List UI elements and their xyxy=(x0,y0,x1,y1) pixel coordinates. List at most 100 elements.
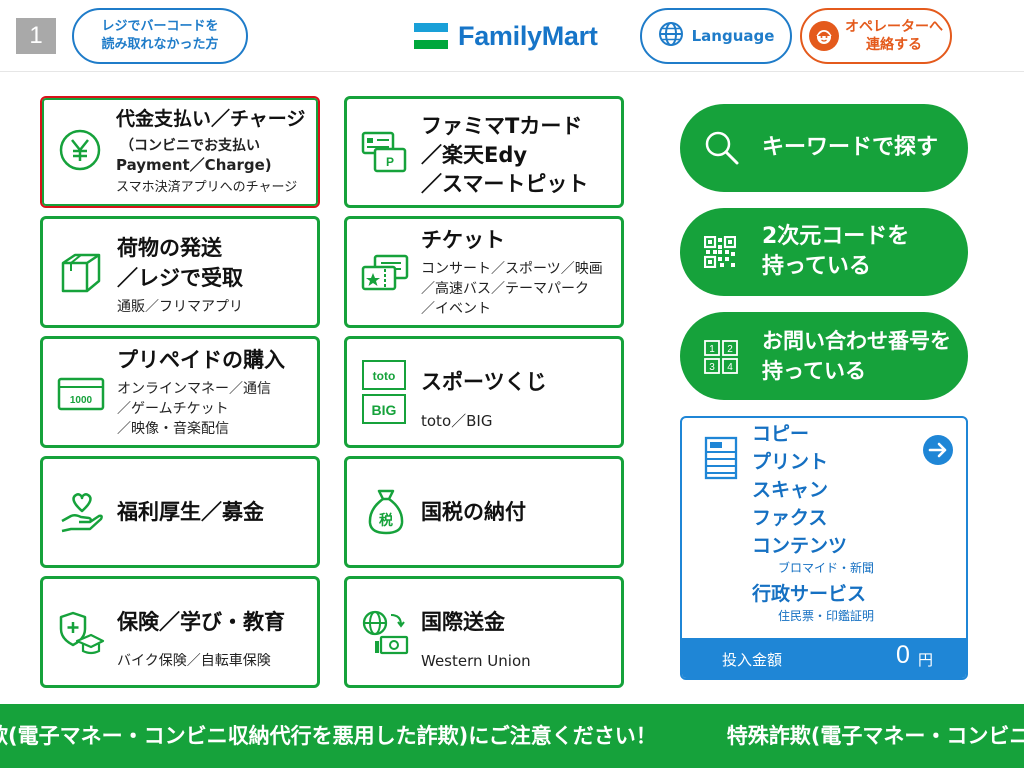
sports-lottery-description: toto／BIG xyxy=(421,412,493,430)
payment-description: スマホ決済アプリへのチャージ xyxy=(116,180,298,195)
ticket-icon xyxy=(361,253,409,297)
insurance-description: バイク保険／自転車保険 xyxy=(117,653,271,669)
sports-lottery-title: スポーツくじ xyxy=(421,370,547,394)
page-number-badge: 1 xyxy=(16,18,56,54)
logo-text: FamilyMart xyxy=(458,20,598,51)
qr-code-label-line-1: 2次元コードを xyxy=(762,224,910,249)
header-bar: 1 レジでバーコードを 読み取れなかった方 FamilyMart Languag… xyxy=(0,0,1024,72)
insurance-title: 保険／学び・教育 xyxy=(117,610,285,634)
famima-card-title-line-2: ／楽天Edy xyxy=(421,143,528,167)
keyword-search-label: キーワードで探す xyxy=(762,135,939,160)
welfare-donation-tile[interactable]: 福利厚生／募金 xyxy=(40,456,320,568)
insurance-education-tile[interactable]: 保険／学び・教育 バイク保険／自転車保険 xyxy=(40,576,320,688)
prepaid-card-icon: 1000 xyxy=(57,377,105,417)
cards-icon: P xyxy=(361,131,409,179)
operator-button-line-2: 連絡する xyxy=(866,37,922,53)
svg-text:P: P xyxy=(386,155,394,169)
payment-subtitle-1: （コンビニでお支払い xyxy=(120,138,260,154)
qr-code-button[interactable]: 2次元コードを 持っている xyxy=(680,208,968,296)
contact-operator-button[interactable]: オペレーターへ 連絡する xyxy=(800,8,952,64)
package-icon xyxy=(59,251,103,299)
famima-card-title-line-3: ／スマートピット xyxy=(421,172,589,196)
famima-card-tile[interactable]: P ファミマTカード ／楽天Edy ／スマートピット xyxy=(344,96,624,208)
prepaid-title: プリペイドの購入 xyxy=(117,348,285,372)
inquiry-number-label-line-1: お問い合わせ番号を xyxy=(762,329,951,353)
globe-icon xyxy=(658,21,684,51)
shipping-tile[interactable]: 荷物の発送 ／レジで受取 通販／フリマアプリ xyxy=(40,216,320,328)
qr-code-icon xyxy=(703,235,737,272)
familymart-logo-mark xyxy=(414,23,448,49)
payment-charge-tile[interactable]: 代金支払い／チャージ （コンビニでお支払い Payment／Charge) スマ… xyxy=(40,96,320,208)
toto-icon-text: toto xyxy=(373,369,396,383)
toto-big-icon: toto BIG xyxy=(361,359,407,429)
keyword-search-button[interactable]: キーワードで探す xyxy=(680,104,968,192)
contents-sublabel: ブロマイド・新聞 xyxy=(778,561,875,575)
international-remittance-tile[interactable]: 国際送金 Western Union xyxy=(344,576,624,688)
shipping-title-line-2: ／レジで受取 xyxy=(117,266,243,290)
keypad-digit-4: 4 xyxy=(727,362,733,373)
barcode-button-line-2: 読み取れなかった方 xyxy=(101,37,219,52)
yen-icon xyxy=(58,128,102,176)
prepaid-icon-value: 1000 xyxy=(70,395,93,406)
contents-label: コンテンツ xyxy=(752,535,848,557)
deposit-amount-value: 0 xyxy=(896,641,910,669)
familymart-logo: FamilyMart xyxy=(414,16,598,56)
welfare-title: 福利厚生／募金 xyxy=(117,500,264,524)
barcode-button-line-1: レジでバーコードを xyxy=(101,19,219,34)
language-button[interactable]: Language xyxy=(640,8,792,64)
keypad-digit-1: 1 xyxy=(709,344,715,355)
prepaid-sub-2: ／ゲームチケット xyxy=(117,401,229,417)
operator-icon xyxy=(809,21,839,51)
prepaid-sub-3: ／映像・音楽配信 xyxy=(117,421,229,437)
warning-ticker: 詐欺(電子マネー・コンビニ収納代行を悪用した詐欺)にご注意ください！ 特殊詐欺(電… xyxy=(0,704,1024,768)
shipping-description: 通販／フリマアプリ xyxy=(117,299,243,315)
remittance-description: Western Union xyxy=(421,652,531,670)
big-icon-text: BIG xyxy=(372,402,397,418)
prepaid-tile[interactable]: 1000 プリペイドの購入 オンラインマネー／通信 ／ゲームチケット ／映像・音… xyxy=(40,336,320,448)
fax-label: ファクス xyxy=(752,507,828,529)
copier-icon xyxy=(704,436,738,484)
deposit-amount-unit: 円 xyxy=(918,651,934,669)
money-bag-icon: 税 xyxy=(365,487,407,541)
scan-label: スキャン xyxy=(752,479,829,501)
sports-lottery-tile[interactable]: toto BIG スポーツくじ toto／BIG xyxy=(344,336,624,448)
deposit-amount-bar: 投入金額 0 円 xyxy=(682,638,966,678)
national-tax-title: 国税の納付 xyxy=(421,500,526,524)
ticket-sub-2: ／高速バス／テーマパーク xyxy=(421,281,589,297)
print-label: プリント xyxy=(752,451,829,473)
ticket-sub-1: コンサート／スポーツ／映画 xyxy=(421,261,603,277)
language-label: Language xyxy=(691,27,775,45)
ticket-tile[interactable]: チケット コンサート／スポーツ／映画 ／高速バス／テーマパーク ／イベント xyxy=(344,216,624,328)
heart-hand-icon xyxy=(59,489,105,539)
tax-icon-text: 税 xyxy=(379,512,393,529)
ticket-sub-3: ／イベント xyxy=(421,301,491,317)
operator-button-line-1: オペレーターへ xyxy=(845,19,943,35)
gov-services-label: 行政サービス xyxy=(752,583,867,605)
qr-code-label-line-2: 持っている xyxy=(762,254,871,279)
barcode-unreadable-button[interactable]: レジでバーコードを 読み取れなかった方 xyxy=(72,8,248,64)
globe-money-icon xyxy=(361,609,409,661)
national-tax-tile[interactable]: 税 国税の納付 xyxy=(344,456,624,568)
payment-subtitle-2: Payment／Charge) xyxy=(116,156,272,174)
shield-graduation-icon xyxy=(57,609,105,661)
famima-card-title-line-1: ファミマTカード xyxy=(421,114,583,138)
payment-title: 代金支払い／チャージ xyxy=(116,108,306,130)
inquiry-number-button[interactable]: 1 2 3 4 お問い合わせ番号を 持っている xyxy=(680,312,968,400)
ticker-segment-2: 特殊詐欺(電子マネー・コンビニ収納代行 xyxy=(726,724,1024,748)
search-icon xyxy=(704,130,740,170)
copy-print-panel[interactable]: コピー プリント スキャン ファクス コンテンツ ブロマイド・新聞 行政サービス… xyxy=(680,416,968,680)
prepaid-sub-1: オンラインマネー／通信 xyxy=(117,381,271,397)
ticket-title: チケット xyxy=(421,228,505,252)
deposit-amount-label: 投入金額 xyxy=(722,651,783,669)
arrow-right-circle-icon xyxy=(922,434,954,470)
inquiry-number-label-line-2: 持っている xyxy=(762,359,866,383)
remittance-title: 国際送金 xyxy=(421,610,505,634)
keypad-digit-2: 2 xyxy=(727,344,733,355)
copy-label: コピー xyxy=(752,423,810,445)
keypad-digit-3: 3 xyxy=(709,362,715,373)
number-keypad-icon: 1 2 3 4 xyxy=(704,340,738,378)
ticker-text: 詐欺(電子マネー・コンビニ収納代行を悪用した詐欺)にご注意ください！ 特殊詐欺(電… xyxy=(0,721,1024,751)
shipping-title-line-1: 荷物の発送 xyxy=(117,236,222,260)
ticker-segment-1: 詐欺(電子マネー・コンビニ収納代行を悪用した詐欺)にご注意ください！ xyxy=(0,724,657,748)
gov-services-sublabel: 住民票・印鑑証明 xyxy=(778,609,875,623)
